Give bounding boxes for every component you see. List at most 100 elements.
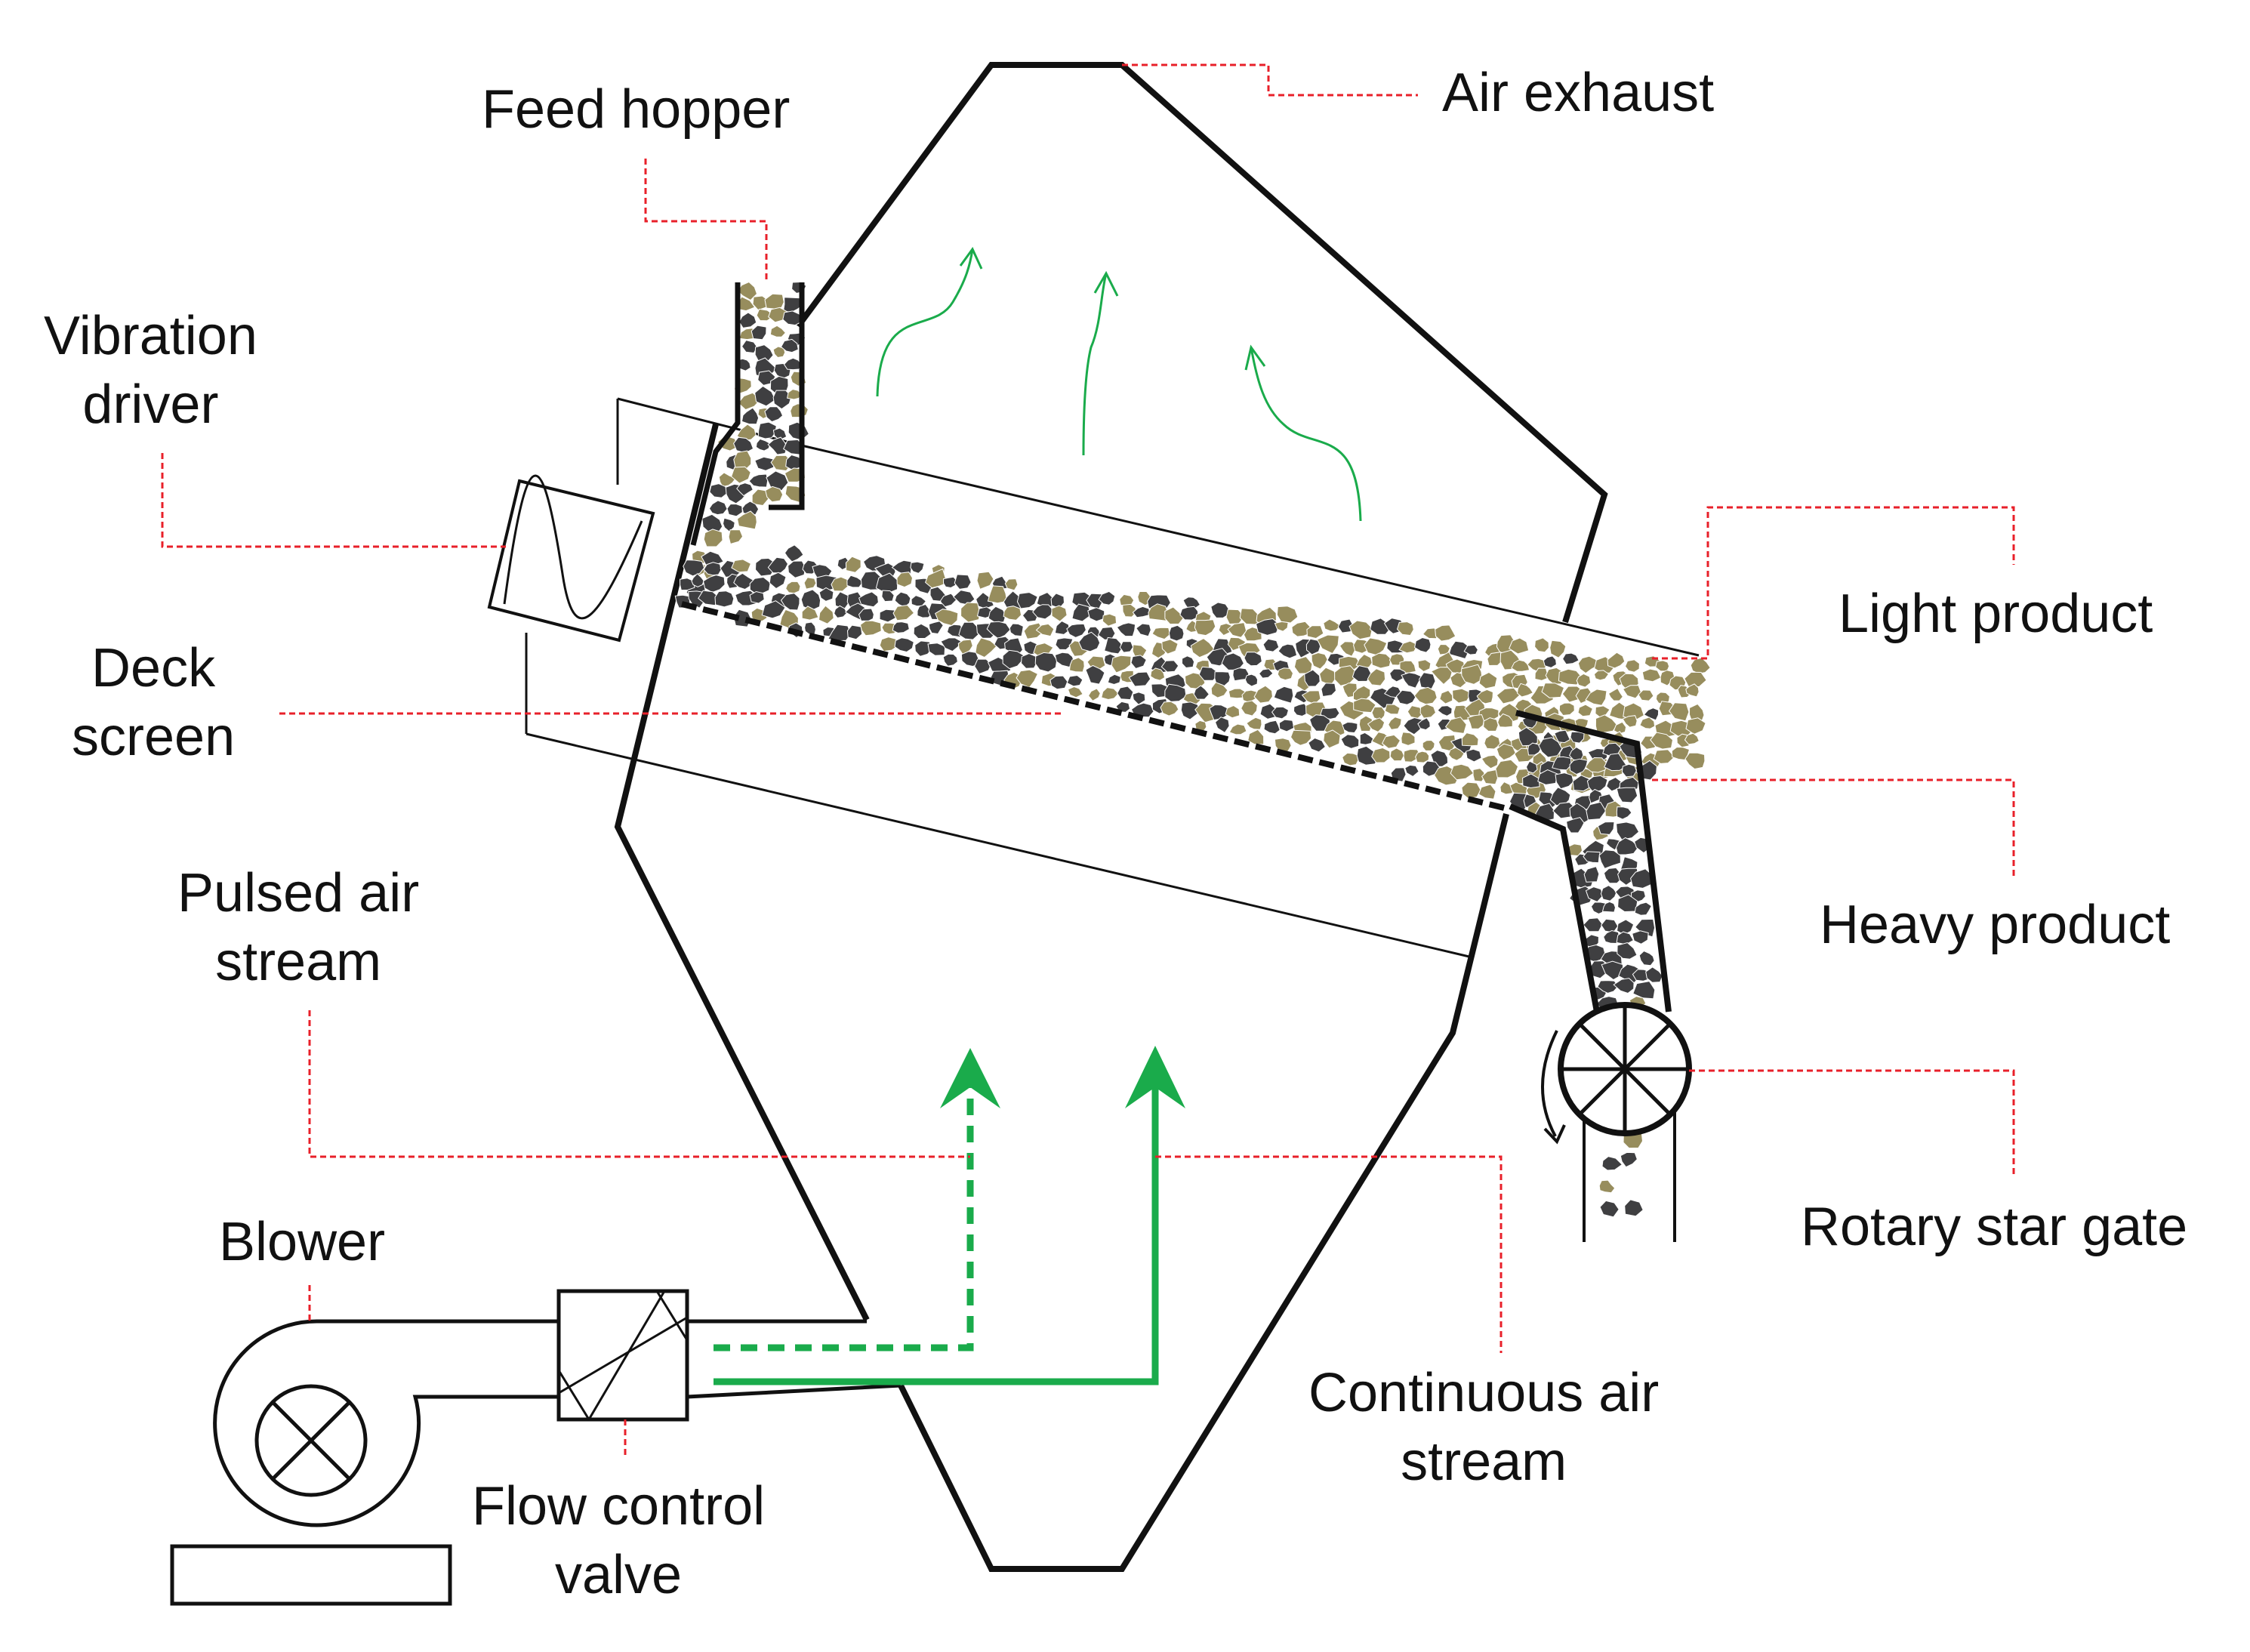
particle (1617, 894, 1638, 913)
particle (925, 568, 948, 589)
particle (1552, 756, 1572, 771)
particle (1598, 1179, 1616, 1194)
leader-feed-hopper (644, 159, 768, 281)
particle (1367, 668, 1386, 686)
particle (754, 456, 775, 471)
particle (1160, 701, 1179, 717)
particle (1684, 752, 1706, 770)
particle (708, 500, 728, 516)
particle (1461, 664, 1483, 685)
particle (683, 559, 705, 577)
particle (1078, 631, 1101, 652)
particle (1487, 652, 1503, 667)
particle (892, 604, 915, 621)
particle (1622, 685, 1641, 699)
label-rotary-star-gate: Rotary star gate (1801, 1197, 2188, 1257)
particle (1111, 655, 1132, 673)
particle (1598, 849, 1621, 870)
particle (892, 621, 910, 633)
particle (1466, 748, 1482, 763)
pulsed-air-stream-line (714, 1083, 974, 1351)
particle (1102, 613, 1117, 627)
particle (1650, 732, 1674, 750)
particle (1119, 641, 1134, 653)
particle (1371, 747, 1391, 763)
particle (1389, 747, 1405, 762)
particle (1067, 686, 1083, 698)
leader-continuous-air (1155, 1155, 1503, 1353)
particle (1274, 621, 1289, 632)
particle (1308, 737, 1327, 753)
pulsed-air-arrow-icon (940, 1048, 1000, 1108)
particle (1181, 655, 1195, 669)
particle (1087, 607, 1105, 622)
particle (749, 590, 765, 604)
particle (722, 517, 735, 532)
particle (709, 483, 728, 498)
particle (1304, 669, 1321, 687)
particle (767, 436, 788, 455)
particle (1621, 763, 1637, 778)
particle (1603, 867, 1623, 884)
particle (1274, 738, 1292, 753)
particle (1414, 636, 1432, 653)
particle (754, 385, 776, 407)
particle (1624, 659, 1640, 673)
particle (1098, 590, 1116, 606)
particle (1496, 743, 1517, 761)
particle (954, 574, 972, 590)
particle (1437, 643, 1450, 655)
particle (1241, 700, 1258, 717)
particle (960, 651, 981, 667)
feed-hopper-right-wall (769, 282, 805, 510)
particle (1481, 769, 1499, 785)
particle (1577, 704, 1594, 717)
particle (917, 603, 933, 618)
particle (976, 571, 994, 590)
particle (1577, 655, 1598, 674)
particle (1583, 866, 1600, 883)
particle (1583, 917, 1603, 932)
particle (783, 357, 803, 371)
vibrating-deck-frame (525, 397, 1700, 959)
particle (780, 593, 800, 611)
particle (1087, 688, 1101, 701)
particle (1009, 623, 1024, 637)
particle (1399, 660, 1416, 674)
particle (1684, 671, 1707, 688)
particle (726, 503, 743, 517)
particle (1481, 754, 1499, 769)
particle (858, 591, 879, 608)
particle (1476, 689, 1493, 704)
particle (754, 557, 776, 577)
particle (1415, 750, 1430, 763)
deck-screen (681, 601, 1511, 812)
particle (1278, 643, 1298, 659)
particle (1417, 659, 1432, 673)
particle (1020, 653, 1038, 669)
particle (1309, 714, 1331, 732)
particle (1101, 687, 1120, 701)
particle (988, 606, 1006, 624)
particle (1583, 851, 1601, 864)
particle (1645, 966, 1663, 983)
particle (1316, 634, 1339, 655)
particle (1210, 682, 1228, 698)
particle (1130, 702, 1154, 718)
particle (1620, 1151, 1638, 1168)
particle (1321, 683, 1337, 698)
particle (1051, 605, 1068, 622)
particle (1271, 706, 1290, 720)
blower-housing (213, 1319, 572, 1527)
particle (894, 637, 914, 653)
particle (1599, 1200, 1620, 1218)
particle (1554, 729, 1570, 744)
particle (1148, 603, 1169, 621)
particle (800, 589, 821, 612)
particle (1616, 919, 1635, 935)
particle (1225, 704, 1241, 719)
particle (804, 621, 816, 635)
particle (1638, 950, 1655, 966)
particle (975, 637, 997, 658)
